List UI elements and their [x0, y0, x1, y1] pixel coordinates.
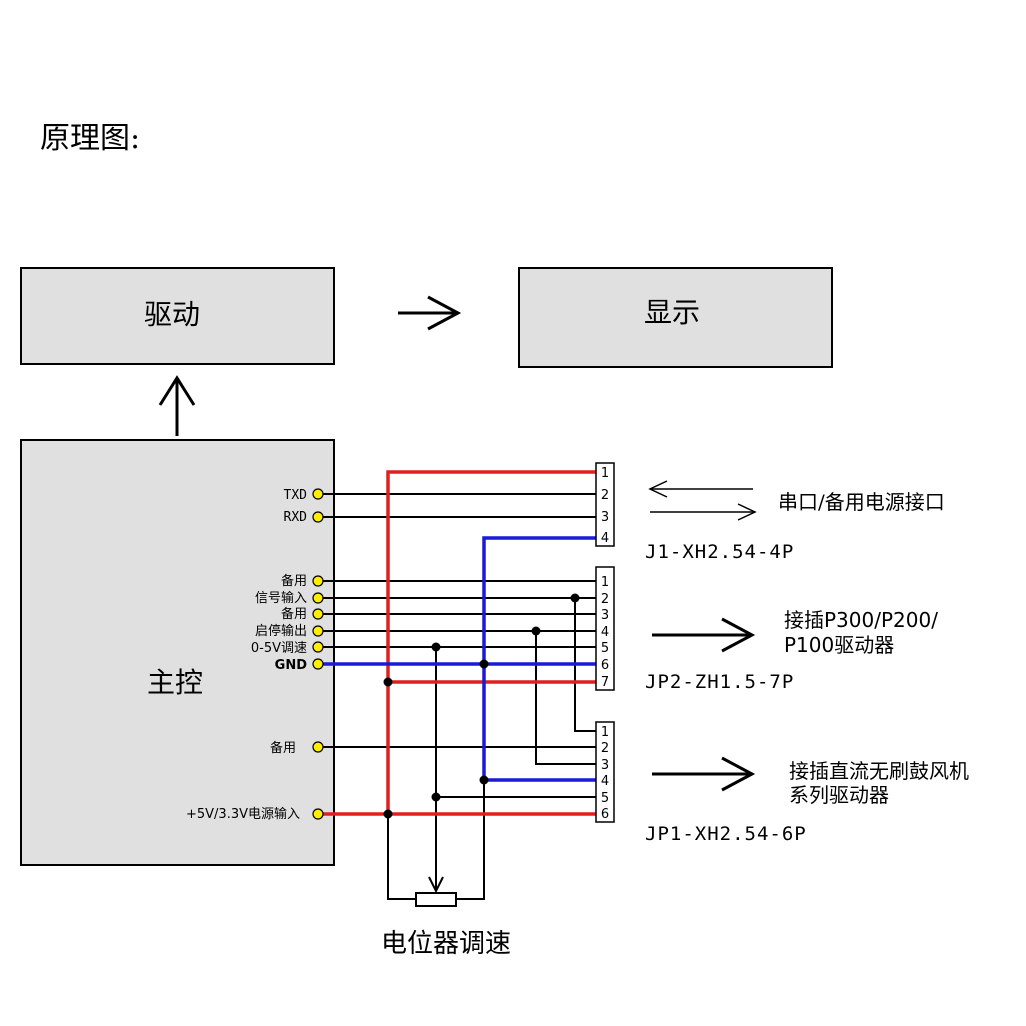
jp1-pin-4: 4 [601, 774, 609, 789]
pin-label-rxd: RXD [284, 510, 308, 525]
jp1-pin-2: 2 [601, 741, 609, 756]
jp2-pin-4: 4 [601, 625, 609, 640]
pin-label-speed-0-5v: 0-5V调速 [251, 641, 307, 656]
jp1-pin-6: 6 [601, 807, 609, 822]
display-block-label: 显示 [644, 296, 700, 329]
pin-label-txd: TXD [284, 488, 308, 503]
jp2-description-line2: P100驱动器 [784, 633, 894, 657]
pin-label-power-input: +5V/3.3V电源输入 [186, 806, 300, 822]
main-control-label: 主控 [147, 666, 203, 699]
arrow-right-icon [652, 617, 756, 653]
potentiometer-label: 电位器调速 [381, 929, 511, 959]
potentiometer [415, 876, 457, 907]
junction-dots [383, 593, 580, 819]
jp1-description-line1: 接插直流无刷鼓风机 [789, 759, 969, 783]
j1-pin-1: 1 [601, 466, 609, 481]
jp2-description-line1: 接插P300/P200/ [784, 608, 938, 632]
arrow-right-icon [398, 295, 462, 331]
jp2-pin-1: 1 [601, 575, 609, 590]
signal-wires [318, 493, 596, 900]
j1-pin-2: 2 [601, 488, 609, 503]
j1-pin-3: 3 [601, 510, 609, 525]
pin-label-spare-2: 备用 [281, 606, 307, 622]
jp2-part-label: JP2-ZH1.5-7P [645, 671, 794, 693]
j1-part-label: J1-XH2.54-4P [645, 541, 794, 563]
jp2-pin-7: 7 [601, 675, 609, 690]
bidirectional-arrow-icon [648, 480, 757, 521]
drive-block [20, 267, 335, 365]
jp1-description-line2: 系列驱动器 [789, 783, 889, 807]
pin-label-spare-3: 备用 [270, 740, 296, 756]
jp2-pin-5: 5 [601, 641, 609, 656]
drive-block-label: 驱动 [144, 298, 200, 331]
connector-jp1 [595, 721, 615, 823]
j1-pin-4: 4 [601, 531, 609, 546]
j1-description: 串口/备用电源接口 [778, 490, 945, 514]
jp2-pin-3: 3 [601, 608, 609, 623]
pin-dots [312, 488, 324, 820]
pin-label-signal-input: 信号输入 [255, 590, 307, 606]
pin-label-spare-1: 备用 [281, 573, 307, 589]
jp1-pin-5: 5 [601, 791, 609, 806]
display-block [518, 267, 833, 368]
pin-label-start-stop-output: 启停输出 [255, 623, 307, 639]
power-wires [318, 470, 596, 816]
main-control-block [20, 439, 335, 866]
connector-j1 [595, 462, 615, 547]
gnd-wires [318, 536, 596, 782]
page-title: 原理图: [40, 121, 140, 156]
jp2-pin-2: 2 [601, 592, 609, 607]
jp1-part-label: JP1-XH2.54-6P [645, 823, 807, 845]
connector-jp2 [595, 566, 615, 691]
pin-label-gnd: GND [275, 658, 308, 673]
arrow-up-icon [158, 375, 196, 436]
arrow-right-icon [652, 756, 756, 792]
jp1-pin-3: 3 [601, 758, 609, 773]
jp1-pin-1: 1 [601, 725, 609, 740]
jp2-pin-6: 6 [601, 658, 609, 673]
